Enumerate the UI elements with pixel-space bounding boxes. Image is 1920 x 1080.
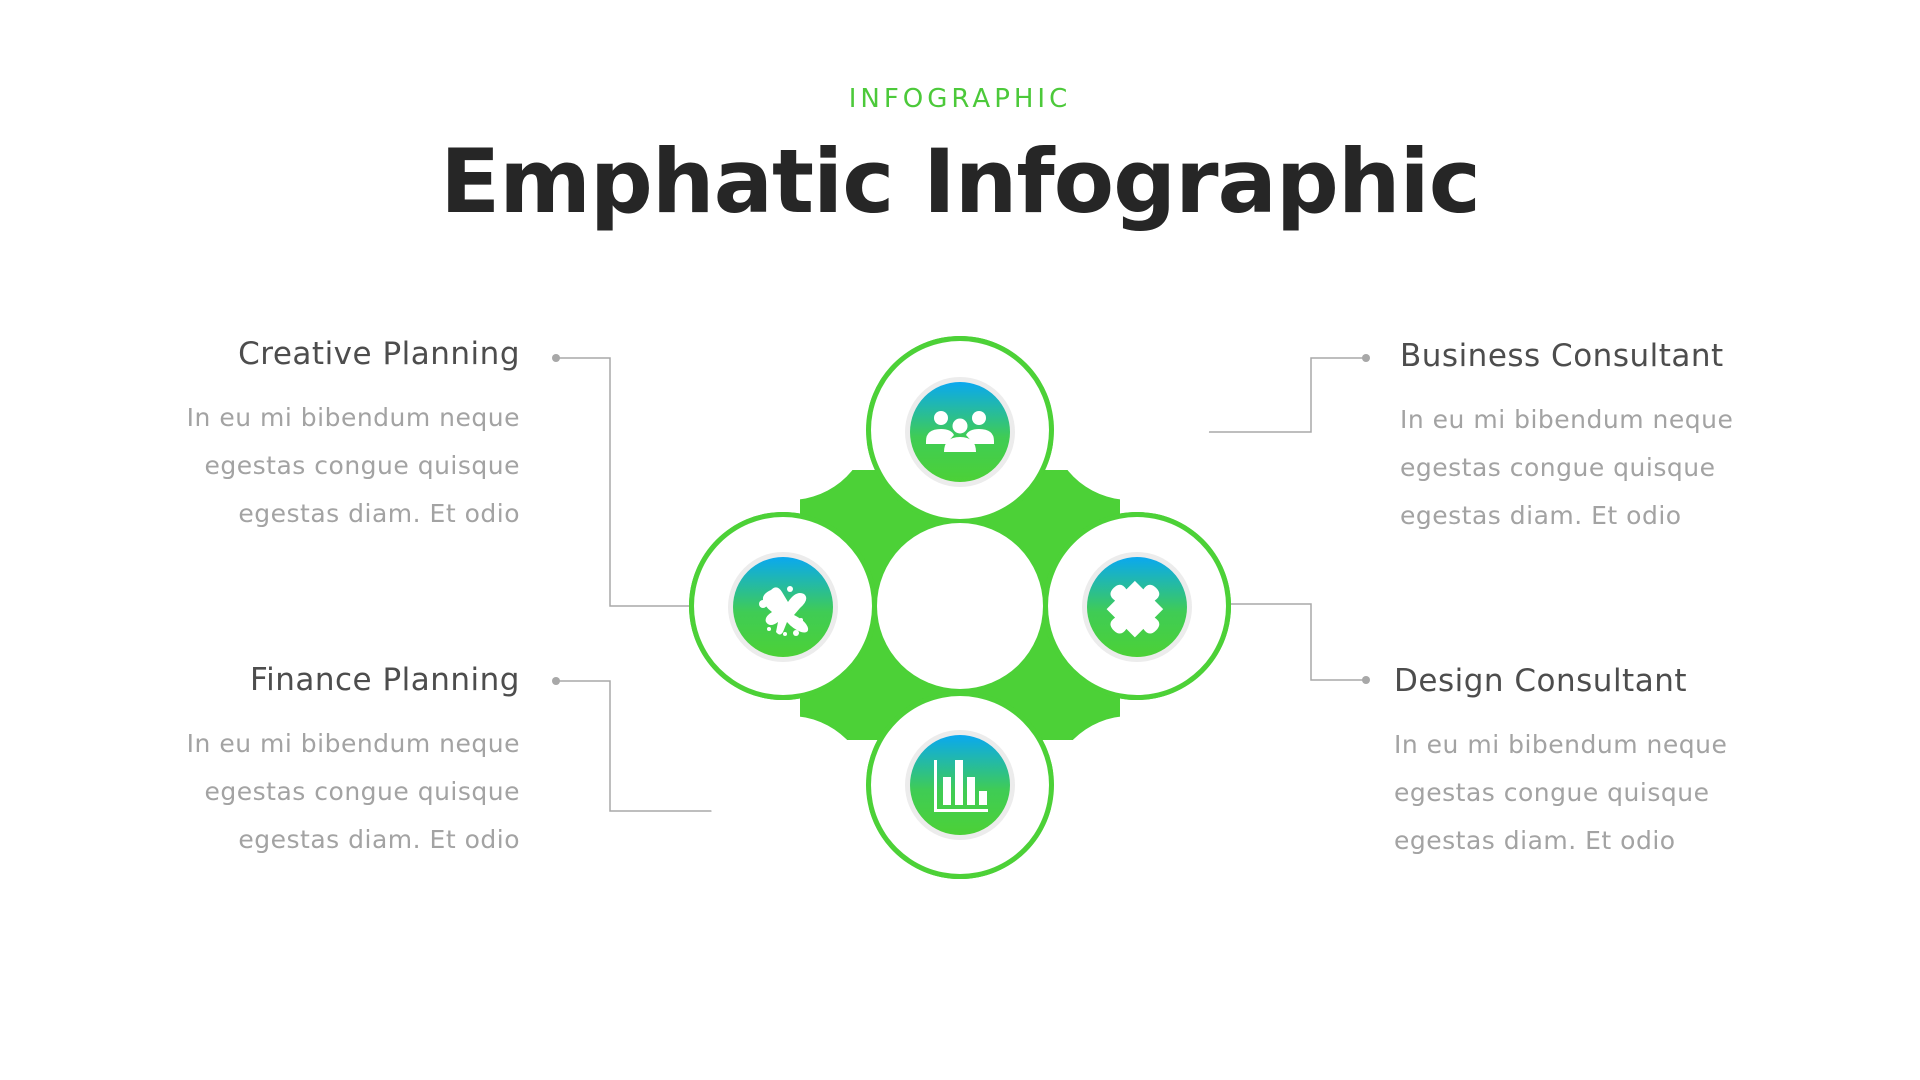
connector-creative — [556, 357, 690, 607]
puzzle-piece-icon — [1106, 580, 1164, 638]
center-circle — [877, 523, 1043, 689]
item-title: Design Consultant — [1394, 663, 1688, 699]
item-title: Business Consultant — [1400, 338, 1724, 374]
eyebrow-label: INFOGRAPHIC — [848, 84, 1072, 114]
item-design-consultant: Design Consultant In eu mi bibendum nequ… — [1394, 663, 1814, 865]
item-body: In eu mi bibendum neque egestas congue q… — [1400, 405, 1734, 530]
item-creative-planning: Creative Planning In eu mi bibendum nequ… — [100, 336, 520, 538]
item-body: In eu mi bibendum neque egestas congue q… — [186, 403, 520, 528]
team-icon — [926, 411, 994, 452]
page-title: Emphatic Infographic — [440, 130, 1481, 233]
item-finance-planning: Finance Planning In eu mi bibendum neque… — [100, 662, 520, 864]
connector-design — [1230, 603, 1366, 681]
item-title: Finance Planning — [250, 662, 520, 698]
item-body: In eu mi bibendum neque egestas congue q… — [186, 729, 520, 854]
item-body: In eu mi bibendum neque egestas congue q… — [1394, 730, 1728, 855]
item-title: Creative Planning — [238, 336, 520, 372]
connector-dots — [552, 354, 1370, 685]
item-business-consultant: Business Consultant In eu mi bibendum ne… — [1400, 338, 1820, 540]
clover-cutouts — [710, 340, 1210, 876]
paint-splash-icon — [759, 586, 809, 636]
bar-chart-icon — [934, 760, 988, 812]
